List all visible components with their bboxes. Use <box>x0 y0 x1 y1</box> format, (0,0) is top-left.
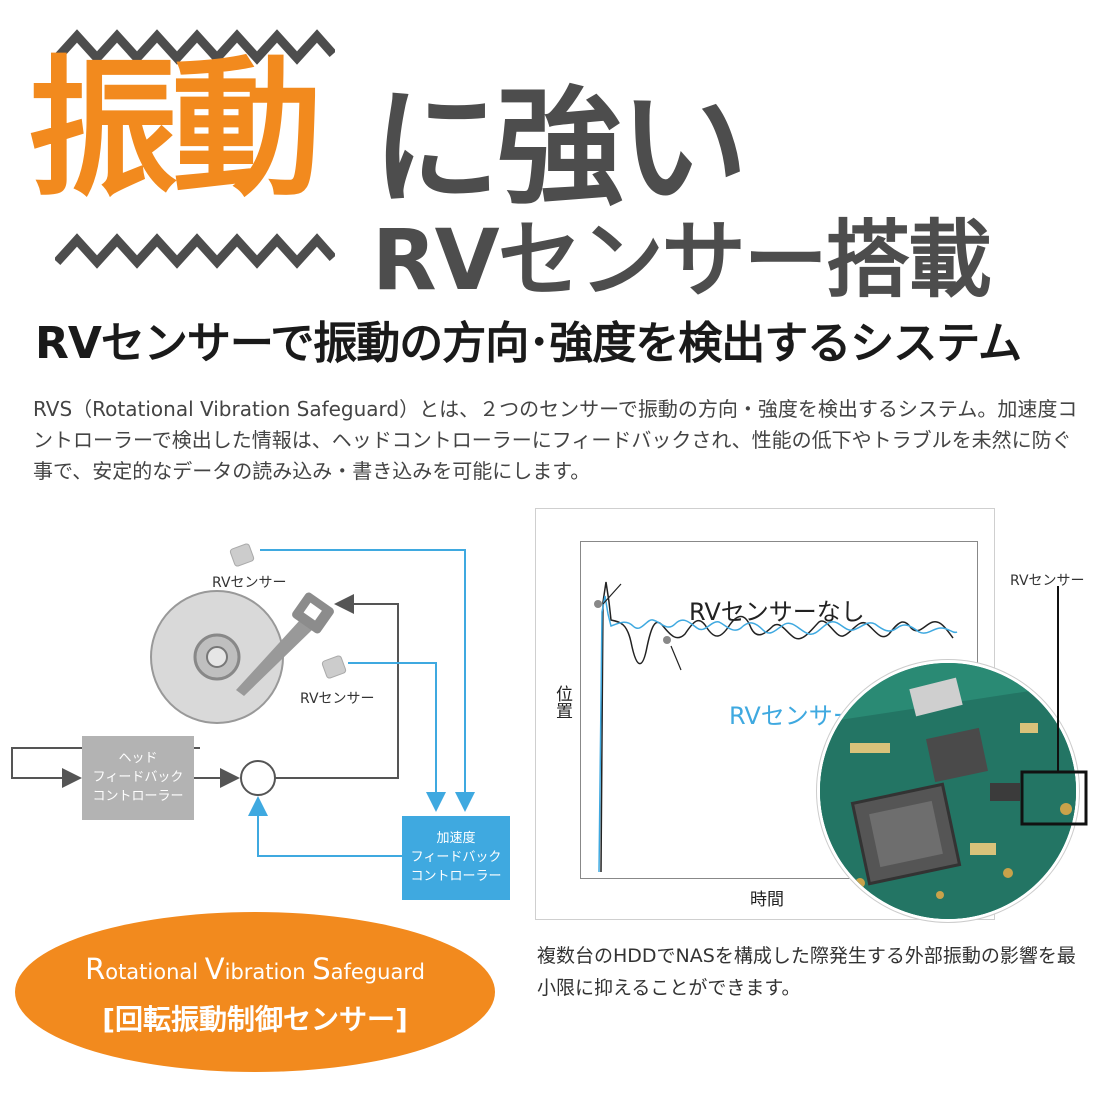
zigzag-bottom-decoration <box>55 233 335 269</box>
rvs-block-diagram: RVセンサー RVセンサー ヘッド フィードバック コントローラー 加速度 フィ… <box>0 520 520 900</box>
hdd-platter-icon <box>150 590 284 724</box>
rv-sensor-label-top: RVセンサー <box>212 575 287 591</box>
word-v: ibration <box>224 960 313 984</box>
head-feedback-controller-box: ヘッド フィードバック コントローラー <box>82 736 194 820</box>
summing-junction <box>240 760 276 796</box>
word-s: afeguard <box>330 960 425 984</box>
head-box-line: コントローラー <box>92 789 184 804</box>
initial-r: R <box>85 952 106 986</box>
description-paragraph: RVS（Rotational Vibration Safeguard）とは、２つ… <box>33 397 1078 483</box>
chart-x-axis-label: 時間 <box>750 890 784 910</box>
series-line-no-sensor <box>600 581 954 873</box>
rv-sensor-chip-mid-icon <box>321 655 347 679</box>
rvs-full-name: Rotational Vibration Safeguard <box>15 952 495 986</box>
accel-box-line: 加速度 <box>436 831 476 846</box>
series-line-with-sensor <box>598 595 958 873</box>
rv-sensor-callout-pointer <box>1020 586 1088 826</box>
chart-caption: 複数台のHDDでNASを構成した際発生する外部振動の影響を最小限に抑えることがで… <box>537 945 1076 999</box>
head-box-line: フィードバック <box>92 770 184 785</box>
rvs-badge: Rotational Vibration Safeguard [回転振動制御セン… <box>15 912 495 1072</box>
headline-rv-sensor: RVセンサー搭載 <box>372 211 992 309</box>
head-arm-icon <box>236 592 334 696</box>
head-box-line: ヘッド <box>118 751 158 766</box>
zigzag-top-decoration <box>55 29 335 65</box>
pcb-photo <box>817 660 1079 922</box>
series-marker-with-sensor <box>663 636 671 644</box>
chart-y-axis-label: 位置 <box>552 685 572 719</box>
rv-sensor-callout-label: RVセンサー <box>1010 573 1085 589</box>
initial-v: V <box>204 952 225 986</box>
word-r: otational <box>105 960 205 984</box>
subtitle: RVセンサーで振動の方向･強度を検出するシステム <box>35 318 1022 369</box>
accel-feedback-controller-box: 加速度 フィードバック コントローラー <box>402 816 510 900</box>
initial-s: S <box>312 952 331 986</box>
accel-box-line: フィードバック <box>410 850 502 865</box>
rv-sensor-chip-top-icon <box>229 543 255 567</box>
rvs-japanese-name: [回転振動制御センサー] <box>102 1003 408 1036</box>
accel-box-line: コントローラー <box>410 869 502 884</box>
chart-lines <box>594 581 958 873</box>
pcb-illustration <box>820 663 1076 919</box>
headline-vibration: 振動 <box>28 43 322 217</box>
headline-resistant: に強い <box>372 74 748 223</box>
legend-no-sensor: RVセンサーなし <box>689 598 865 626</box>
rv-sensor-label-mid: RVセンサー <box>300 691 375 707</box>
series-marker-no-sensor <box>594 600 602 608</box>
